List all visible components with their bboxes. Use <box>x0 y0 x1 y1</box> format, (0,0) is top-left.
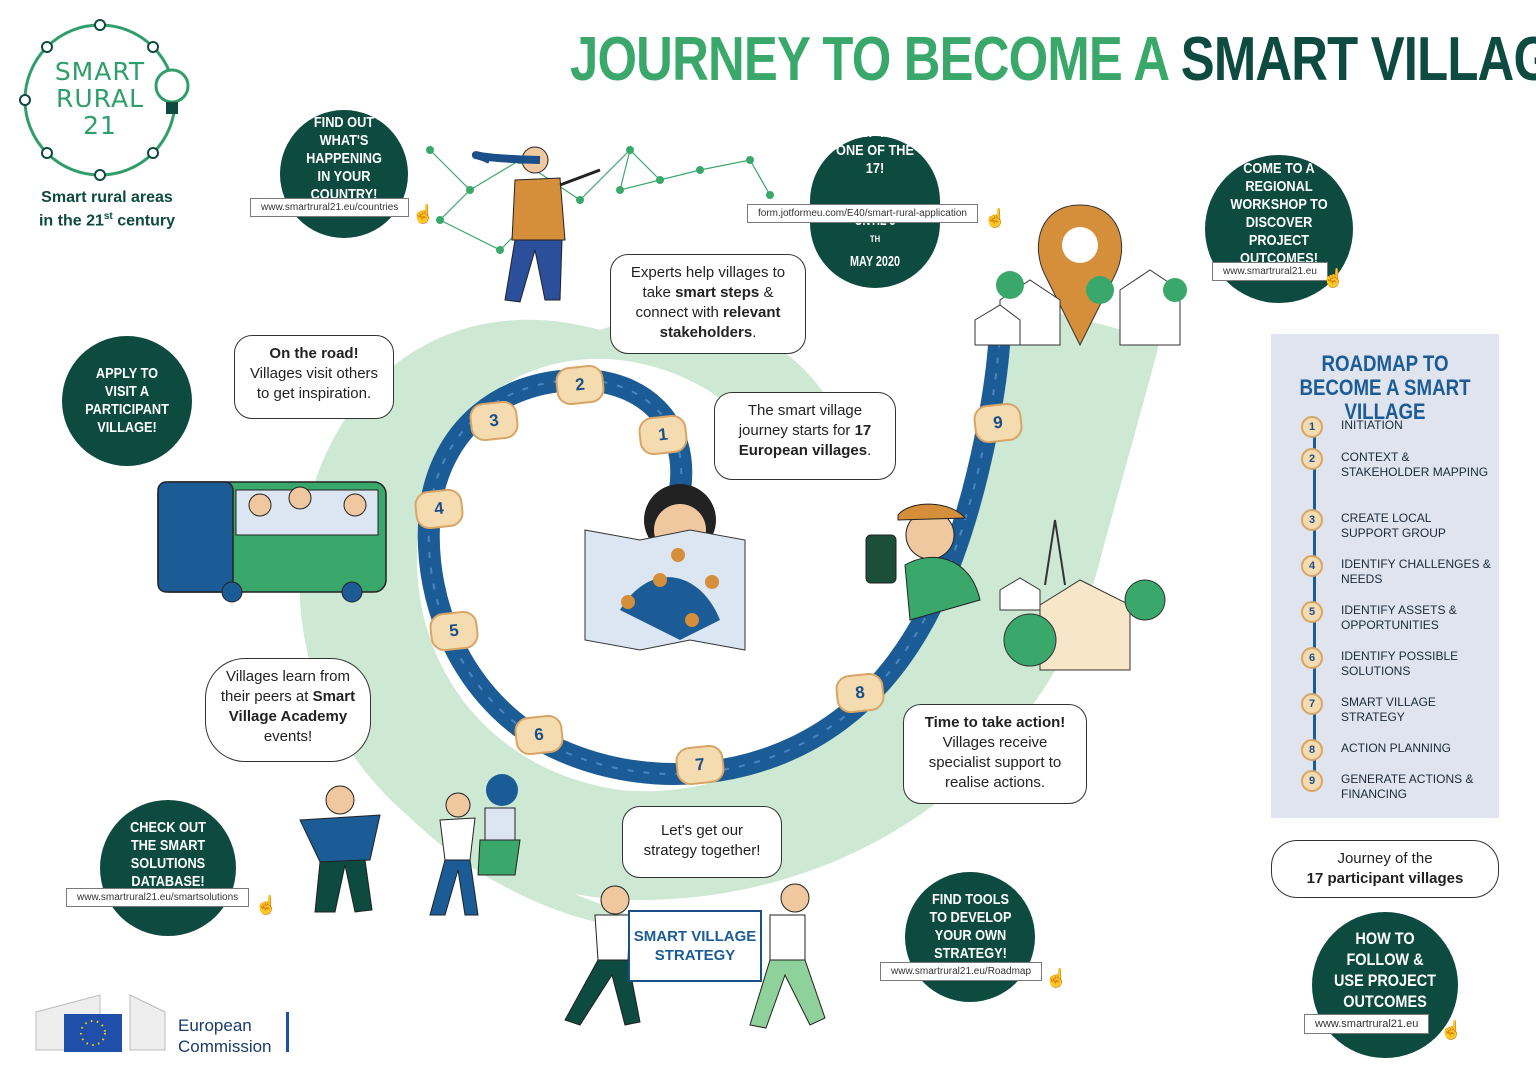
stone-1: 1 <box>637 413 689 457</box>
follow-callout: HOW TO FOLLOW & USE PROJECT OUTCOMES <box>1312 912 1458 1058</box>
stone-7: 7 <box>674 743 726 787</box>
phone-user-figure <box>865 503 981 621</box>
cursor-hand-icon: ☝ <box>1322 268 1345 288</box>
cursor-hand-icon: ☝ <box>1440 1020 1463 1040</box>
cursor-hand-icon: ☝ <box>984 208 1007 228</box>
database-callout: CHECK OUT THE SMART SOLUTIONS DATABASE! <box>100 800 236 936</box>
bus-illustration <box>157 481 387 603</box>
learn-bubble: Villages learn from their peers at Smart… <box>205 658 371 762</box>
stone-5: 5 <box>428 609 480 653</box>
title-part-2: SMART VILLAGE <box>1180 25 1536 94</box>
stone-8: 8 <box>834 671 886 715</box>
stone-9: 9 <box>972 401 1024 445</box>
strategy-carriers <box>564 883 826 1029</box>
countries-callout: FIND OUT WHAT'S HAPPENING IN YOUR COUNTR… <box>280 110 408 238</box>
apply17-link[interactable]: form.jotformeu.com/E40/smart-rural-appli… <box>747 204 978 223</box>
experts-bubble: Experts help villages to take smart step… <box>610 254 806 354</box>
map-illustration <box>584 484 746 651</box>
start-bubble: The smart village journey starts for 17 … <box>714 392 896 480</box>
roadmap-panel: ROADMAP TO BECOME A SMART VILLAGE 1 INIT… <box>1271 334 1499 818</box>
strategy-sign: SMART VILLAGE STRATEGY <box>628 910 762 982</box>
road-bubble: On the road!Villages visit others to get… <box>234 335 394 419</box>
village-houses-mid <box>999 519 1166 671</box>
database-link[interactable]: www.smartrural21.eu/smartsolutions <box>66 888 250 907</box>
tagline: Smart rural areas in the 21st century <box>38 189 176 230</box>
visit-callout: APPLY TO VISIT A PARTICIPANT VILLAGE! <box>62 336 192 466</box>
expert-figure <box>471 146 601 303</box>
stone-3: 3 <box>468 399 520 443</box>
stone-2: 2 <box>554 363 606 407</box>
european-commission-label: European Commission <box>178 1016 272 1056</box>
countries-link[interactable]: www.smartrural21.eu/countries <box>250 198 410 217</box>
stone-6: 6 <box>513 713 565 757</box>
eu-flag-icon <box>64 1014 122 1052</box>
european-commission-logo <box>35 994 289 1052</box>
roadmap-title: ROADMAP TO BECOME A SMART VILLAGE <box>1299 351 1471 424</box>
village-houses-top <box>974 204 1187 347</box>
cursor-hand-icon: ☝ <box>255 895 278 915</box>
tools-callout: FIND TOOLS TO DEVELOP YOUR OWN STRATEGY! <box>905 872 1035 1002</box>
cursor-hand-icon: ☝ <box>412 204 435 224</box>
academy-people <box>299 774 521 916</box>
smart-rural-logo: SMART RURAL 21 <box>54 57 146 140</box>
action-bubble: Time to take action!Villages receive spe… <box>903 704 1087 804</box>
follow-link[interactable]: www.smartrural21.eu <box>1304 1014 1430 1034</box>
strategy-bubble: Let's get our strategy together! <box>622 806 782 878</box>
page-title: JOURNEY TO BECOME A SMART VILLAGE <box>570 18 1536 102</box>
workshop-link[interactable]: www.smartrural21.eu <box>1212 262 1328 281</box>
cursor-hand-icon: ☝ <box>1045 968 1068 988</box>
title-part-1: JOURNEY TO BECOME A <box>570 25 1168 94</box>
tools-link[interactable]: www.smartrural21.eu/Roadmap <box>880 962 1043 981</box>
stone-4: 4 <box>413 487 465 531</box>
